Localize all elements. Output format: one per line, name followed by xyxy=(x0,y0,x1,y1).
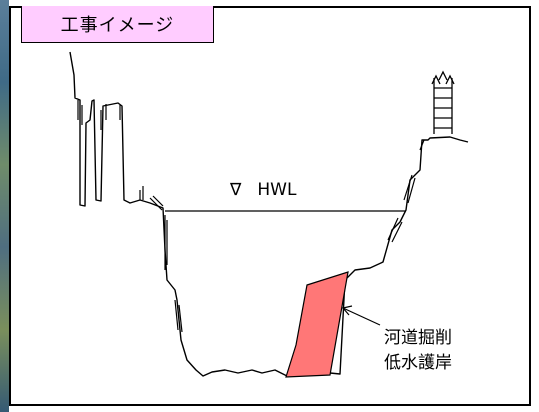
work-annotation-line1: 河道掘削 xyxy=(384,328,452,348)
right-bank-structure xyxy=(431,70,455,134)
work-annotation: 河道掘削 低水護岸 xyxy=(384,326,452,376)
annotation-arrowhead xyxy=(341,305,353,316)
diagram-title: 工事イメージ xyxy=(21,6,214,43)
water-level-text: HWL xyxy=(257,180,297,200)
work-annotation-line2: 低水護岸 xyxy=(384,353,452,373)
background-photo-edge xyxy=(0,0,9,412)
annotation-arrow-line xyxy=(342,307,381,326)
ground-profile-line xyxy=(69,51,469,377)
left-bank-wall-hatching xyxy=(77,100,183,333)
excavation-revetment-area xyxy=(285,271,349,378)
right-bank-wall-hatching xyxy=(387,139,425,243)
water-level-symbol: ∇ xyxy=(230,180,242,200)
hwl-label: ∇ HWL xyxy=(230,180,296,200)
